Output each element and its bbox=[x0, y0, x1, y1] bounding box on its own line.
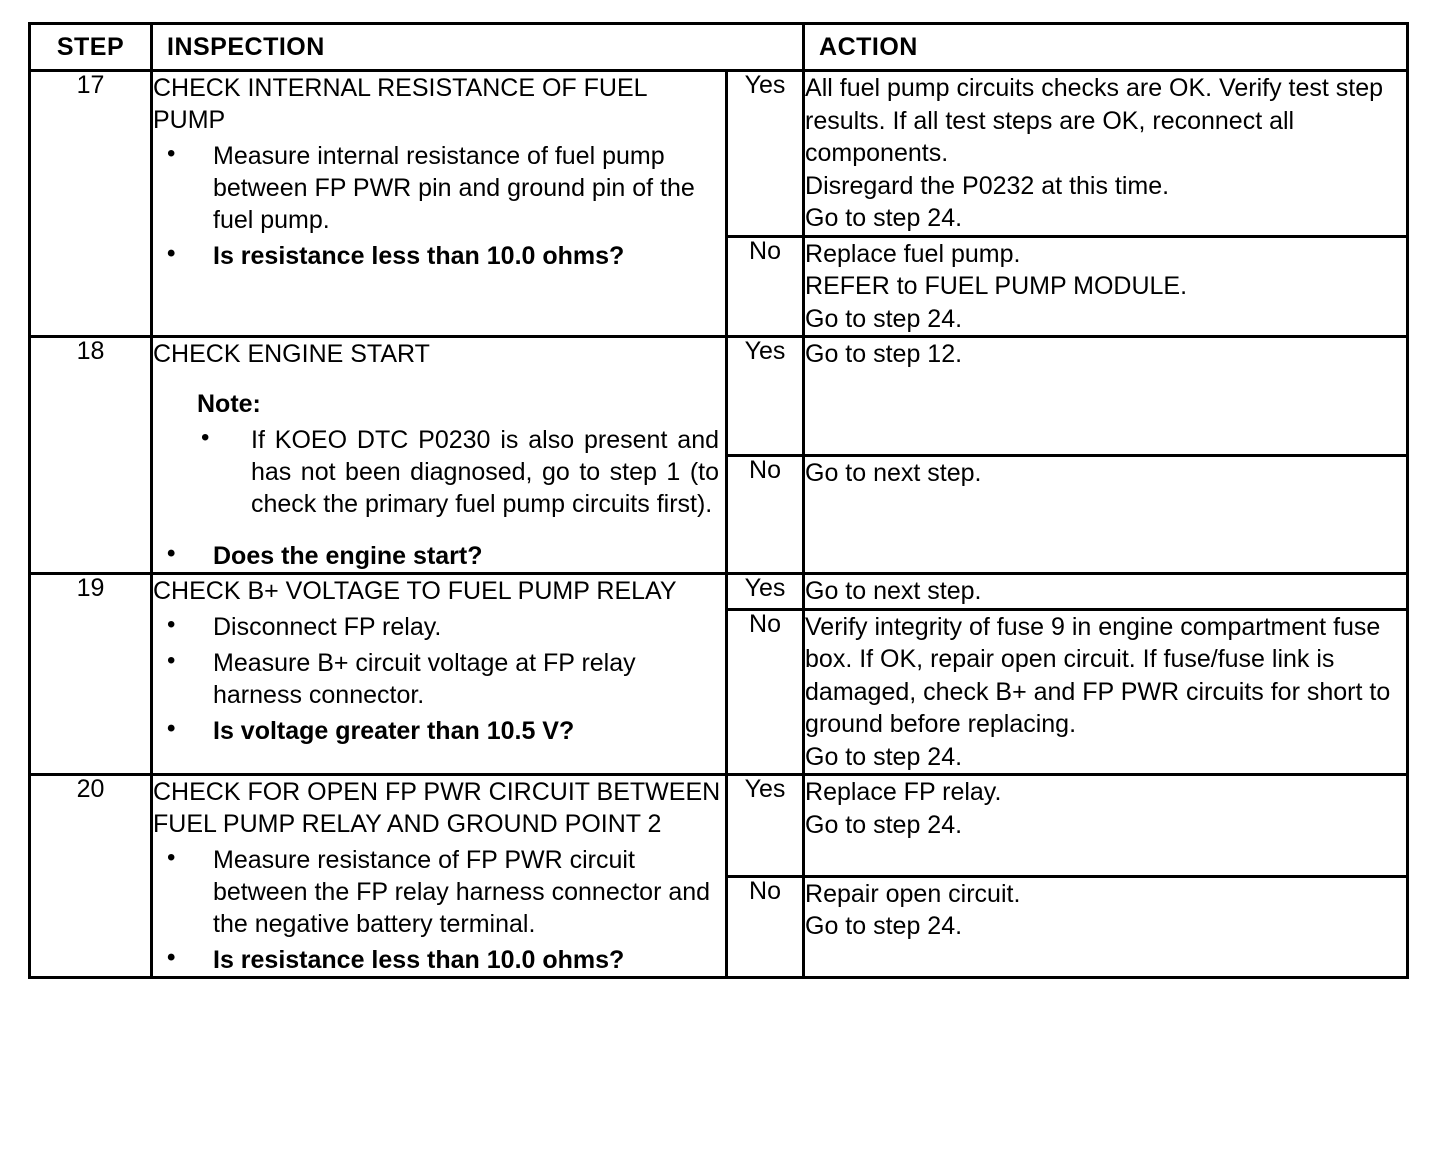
step-number: 18 bbox=[28, 335, 153, 575]
column-header-action: ACTION bbox=[802, 22, 1410, 72]
inspection-title: CHECK INTERNAL RESISTANCE OF FUEL PUMP bbox=[153, 74, 647, 134]
result-label-no: No bbox=[724, 234, 806, 338]
result-label-yes: Yes bbox=[724, 572, 806, 611]
action-line: Go to step 12. bbox=[805, 340, 963, 368]
list-item: Measure B+ circuit voltage at FP relay h… bbox=[153, 646, 725, 711]
step-inspection: CHECK B+ VOLTAGE TO FUEL PUMP RELAY Disc… bbox=[150, 572, 728, 776]
step-number: 17 bbox=[28, 69, 153, 338]
action-line: REFER to FUEL PUMP MODULE. bbox=[805, 272, 1188, 300]
table-row: No Replace fuel pump. REFER to FUEL PUMP… bbox=[30, 234, 1410, 338]
action-line: Replace fuel pump. bbox=[805, 239, 1021, 268]
inspection-title: CHECK ENGINE START bbox=[153, 340, 430, 368]
table-row: 18 CHECK ENGINE START Note: If KOEO DTC … bbox=[28, 335, 1410, 575]
inspection-title: CHECK B+ VOLTAGE TO FUEL PUMP RELAY bbox=[153, 577, 677, 605]
action-cell: Repair open circuit. Go to step 24. bbox=[802, 874, 1410, 979]
table-row: No Go to next step. bbox=[30, 453, 1410, 575]
action-line: Go to step 24. bbox=[805, 912, 963, 940]
result-label-yes: Yes bbox=[724, 773, 806, 878]
step-inspection: CHECK ENGINE START Note: If KOEO DTC P02… bbox=[150, 335, 728, 575]
column-header-inspection: INSPECTION bbox=[149, 22, 806, 72]
result-label-no: No bbox=[724, 874, 806, 979]
action-line: Verify integrity of fuse 9 in engine com… bbox=[805, 612, 1391, 739]
action-cell: Replace fuel pump. REFER to FUEL PUMP MO… bbox=[802, 234, 1410, 338]
action-cell: Go to step 12. bbox=[802, 335, 1410, 457]
result-label-yes: Yes bbox=[724, 335, 806, 457]
list-item: Measure internal resistance of fuel pump… bbox=[153, 139, 725, 236]
action-cell: Go to next step. bbox=[802, 453, 1410, 575]
list-item-question: Does the engine start? bbox=[153, 539, 725, 572]
list-item-question: Is resistance less than 10.0 ohms? bbox=[153, 239, 725, 272]
result-label-no: No bbox=[724, 453, 806, 575]
inspection-bullet-list: Disconnect FP relay. Measure B+ circuit … bbox=[153, 610, 725, 747]
inspection-bullet-list: Measure internal resistance of fuel pump… bbox=[153, 139, 725, 272]
action-line: Go to step 24. bbox=[805, 204, 963, 232]
action-line: All fuel pump circuits checks are OK. Ve… bbox=[805, 74, 1384, 167]
inspection-title: CHECK FOR OPEN FP PWR CIRCUIT BETWEEN FU… bbox=[153, 778, 721, 838]
table-row: 17 CHECK INTERNAL RESISTANCE OF FUEL PUM… bbox=[28, 69, 1410, 338]
result-label-no: No bbox=[724, 607, 806, 776]
list-item-question: Is resistance less than 10.0 ohms? bbox=[153, 943, 725, 976]
step-number: 20 bbox=[28, 773, 153, 979]
inspection-bullet-list: Does the engine start? bbox=[153, 539, 725, 572]
action-line: Go to step 24. bbox=[805, 810, 963, 839]
action-line: Replace FP relay. bbox=[805, 778, 1002, 806]
action-cell: All fuel pump circuits checks are OK. Ve… bbox=[802, 69, 1410, 238]
diagnostic-table: STEP INSPECTION ACTION 17 CHECK INTERNAL… bbox=[28, 22, 1410, 979]
action-cell: Verify integrity of fuse 9 in engine com… bbox=[802, 607, 1410, 776]
action-line: Disregard the P0232 at this time. bbox=[805, 171, 1170, 200]
table-row: No Verify integrity of fuse 9 in engine … bbox=[30, 607, 1410, 776]
action-cell: Go to next step. bbox=[802, 572, 1410, 611]
step-inspection: CHECK FOR OPEN FP PWR CIRCUIT BETWEEN FU… bbox=[150, 773, 728, 979]
list-item: Disconnect FP relay. bbox=[153, 610, 725, 643]
table-header-row: STEP INSPECTION ACTION bbox=[28, 22, 1410, 72]
table-row: No Repair open circuit. Go to step 24. bbox=[30, 874, 1410, 979]
action-line: Go to step 24. bbox=[805, 304, 963, 333]
note-label: Note: bbox=[197, 390, 261, 418]
action-cell: Replace FP relay. Go to step 24. bbox=[802, 773, 1410, 878]
inspection-bullet-list: Measure resistance of FP PWR circuit bet… bbox=[153, 843, 725, 976]
action-line: Go to next step. bbox=[805, 577, 982, 605]
action-line: Repair open circuit. bbox=[805, 879, 1021, 908]
action-line: Go to next step. bbox=[805, 458, 982, 487]
table-row: 19 CHECK B+ VOLTAGE TO FUEL PUMP RELAY D… bbox=[28, 572, 1410, 776]
list-item: Measure resistance of FP PWR circuit bet… bbox=[153, 843, 725, 940]
step-number: 19 bbox=[28, 572, 153, 776]
note-bullet-list: If KOEO DTC P0230 is also present and ha… bbox=[153, 423, 725, 520]
result-label-yes: Yes bbox=[724, 69, 806, 238]
column-header-step: STEP bbox=[28, 22, 153, 72]
list-item-question: Is voltage greater than 10.5 V? bbox=[153, 714, 725, 747]
action-line: Go to step 24. bbox=[805, 742, 963, 771]
step-inspection: CHECK INTERNAL RESISTANCE OF FUEL PUMP M… bbox=[150, 69, 728, 338]
list-item: If KOEO DTC P0230 is also present and ha… bbox=[153, 423, 725, 520]
table-row: 20 CHECK FOR OPEN FP PWR CIRCUIT BETWEEN… bbox=[28, 773, 1410, 979]
